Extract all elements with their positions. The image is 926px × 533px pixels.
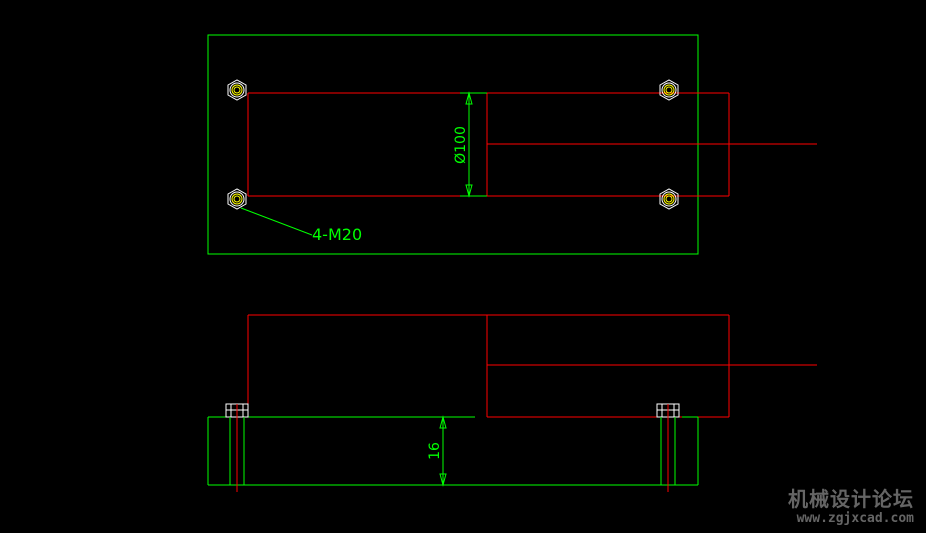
diameter-dimension: Ø100 <box>453 91 487 198</box>
bolt-side-icon <box>656 403 680 492</box>
bolt-icon <box>659 79 679 101</box>
bolt-icon <box>227 188 247 210</box>
top-view: Ø100 4-M20 <box>207 34 817 255</box>
cylinder-top <box>247 92 817 197</box>
diameter-label: Ø100 <box>453 126 469 164</box>
watermark-title: 机械设计论坛 <box>788 487 914 511</box>
bolt-icon <box>227 79 247 101</box>
site-watermark: 机械设计论坛 www.zgjxcad.com <box>788 487 914 527</box>
bolt-side-icon <box>225 403 249 492</box>
height-label: 16 <box>427 442 443 460</box>
cylinder-front <box>247 314 817 418</box>
bolt-icon <box>659 188 679 210</box>
front-view: 16 <box>207 314 817 492</box>
base-plate-front <box>207 416 699 486</box>
watermark-url: www.zgjxcad.com <box>796 511 914 526</box>
bolt-callout: 4-M20 <box>240 207 362 244</box>
bolt-callout-label: 4-M20 <box>312 225 362 244</box>
height-dimension: 16 <box>427 415 447 487</box>
